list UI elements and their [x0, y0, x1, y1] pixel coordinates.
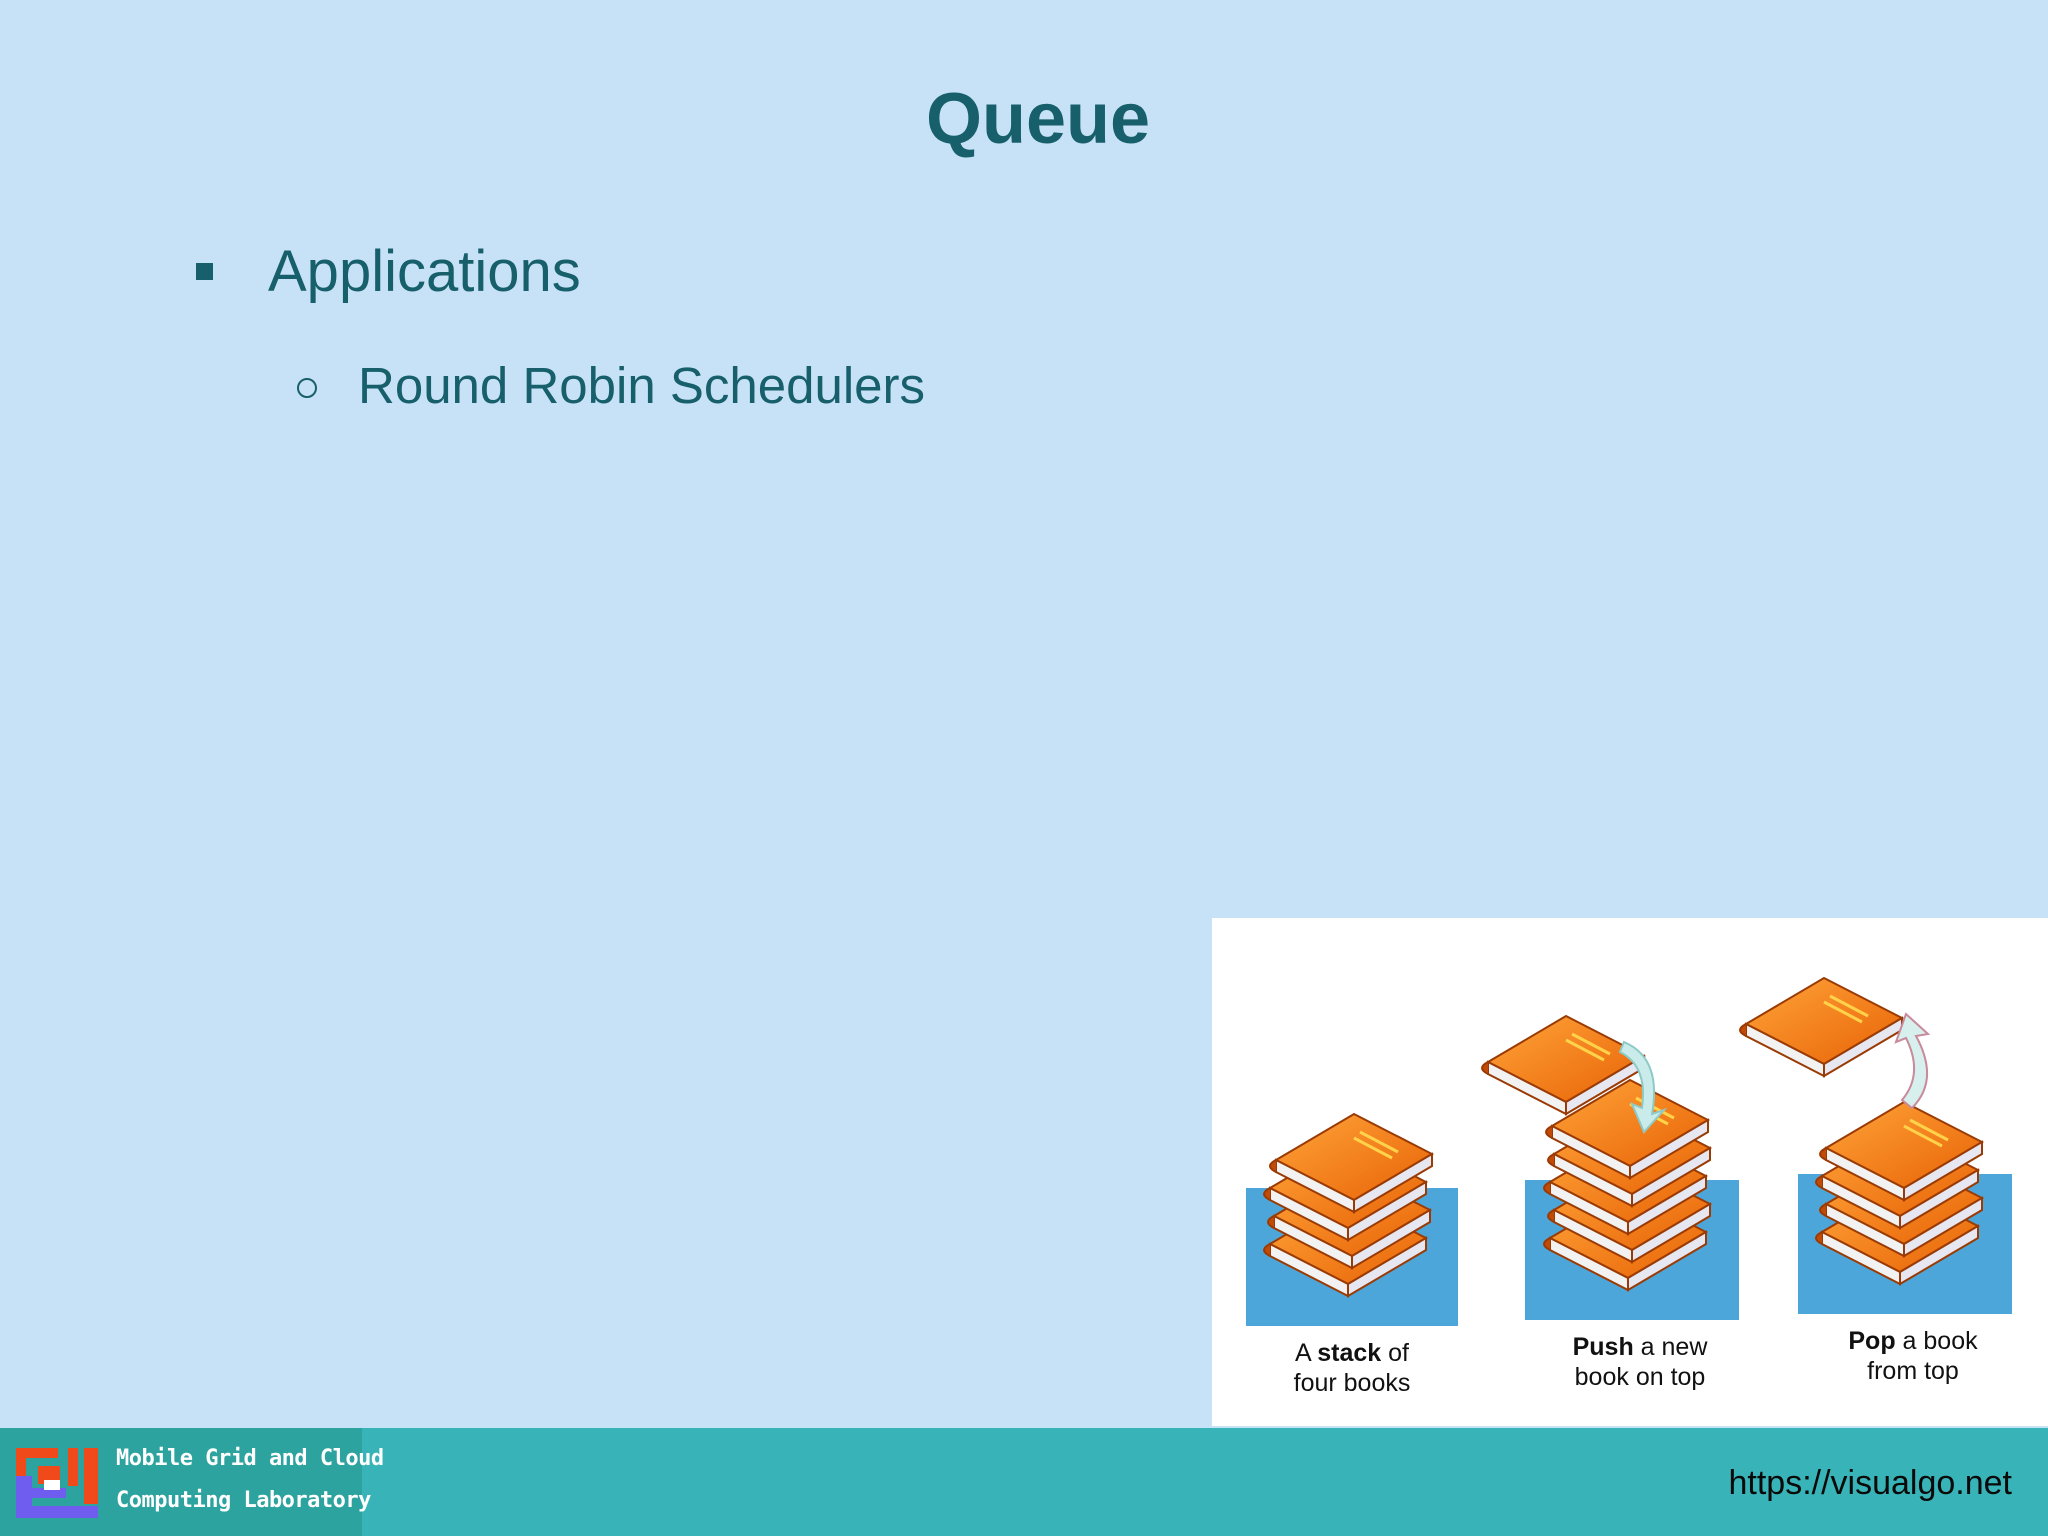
circle-bullet-icon: [297, 378, 317, 398]
square-bullet-icon: [196, 263, 213, 280]
sub-bullet-round-robin: Round Robin Schedulers: [358, 357, 926, 414]
caption-stack: A stack of four books: [1293, 1339, 1411, 1397]
lab-logo-icon: [14, 1446, 102, 1522]
lab-name-line1: Mobile Grid and Cloud: [116, 1446, 384, 1471]
source-url: https://visualgo.net: [1728, 1464, 2012, 1502]
slide-title: Queue: [925, 79, 1151, 159]
pop-arrow-icon: [1894, 1012, 1931, 1110]
lab-logo: Mobile Grid and Cloud Computing Laborato…: [0, 1428, 384, 1536]
push-arrow-icon: [1618, 1040, 1668, 1134]
lab-name-line2: Computing Laboratory: [116, 1488, 371, 1513]
caption-push: Push a new book on top: [1572, 1333, 1708, 1391]
popped-book: [1738, 976, 1904, 1078]
book-stack-graphic: [1246, 976, 2012, 1326]
footer-bar: Mobile Grid and Cloud Computing Laborato…: [0, 1428, 2048, 1536]
book-stack-illustration: A stack of four books Push a new book on…: [1212, 918, 2048, 1426]
caption-pop: Pop a book from top: [1848, 1327, 1978, 1385]
bullet-applications: Applications: [268, 239, 581, 304]
